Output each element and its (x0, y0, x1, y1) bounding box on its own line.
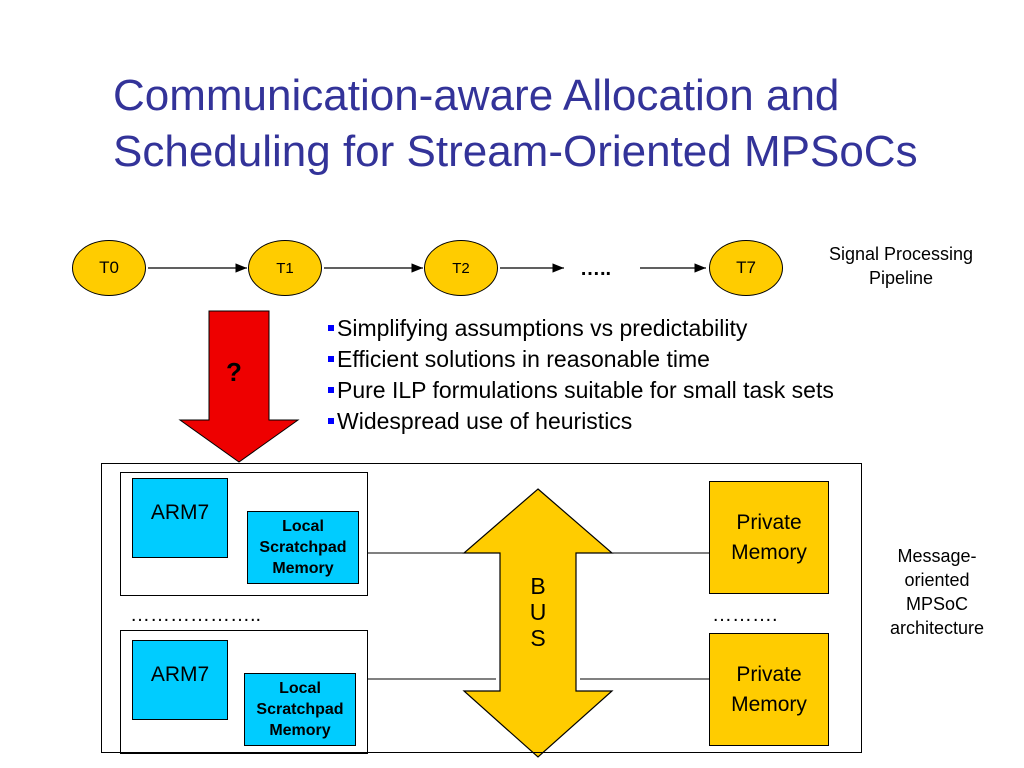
processor-tile-1 (120, 472, 368, 596)
bullet-marker-icon (328, 387, 334, 393)
architecture-caption: Message-oriented MPSoC architecture (889, 546, 985, 638)
bullet-item: Widespread use of heuristics (328, 406, 834, 437)
bullet-item: Pure ILP formulations suitable for small… (328, 375, 834, 406)
arm7-core-2: ARM7 (132, 640, 228, 720)
bullet-marker-icon (328, 325, 334, 331)
bullet-marker-icon (328, 356, 334, 362)
slide-title: Communication-aware Allocation and Sched… (113, 68, 1018, 180)
bus-letter: U (529, 599, 547, 625)
scratchpad-memory-2: Local Scratchpad Memory (244, 673, 356, 746)
pipeline-caption: Signal Processing Pipeline (828, 244, 974, 288)
bus-letter: S (530, 625, 546, 651)
bullet-item: Efficient solutions in reasonable time (328, 344, 834, 375)
bus-label: B U S (520, 573, 556, 651)
allocation-arrow-icon (178, 310, 300, 463)
scratchpad-memory-1: Local Scratchpad Memory (247, 511, 359, 584)
task-node-t7: T7 (709, 240, 783, 296)
title-line-2: Scheduling for Stream-Oriented MPSoCs (113, 127, 918, 176)
task-node-t1: T1 (248, 240, 322, 296)
processor-tile-2 (120, 630, 368, 754)
bus-letter: B (530, 573, 546, 599)
mpsoc-architecture-frame (101, 463, 862, 753)
task-node-t0: T0 (72, 240, 146, 296)
arm7-core-1: ARM7 (132, 478, 228, 558)
bullet-item: Simplifying assumptions vs predictabilit… (328, 313, 834, 344)
private-memory-2: Private Memory (709, 633, 829, 746)
question-mark: ? (226, 357, 242, 387)
pipeline-ellipsis: ….. (580, 258, 612, 280)
memory-ellipsis: ………. (712, 604, 778, 626)
task-node-t2: T2 (424, 240, 498, 296)
title-line-1: Communication-aware Allocation and (113, 71, 840, 120)
processor-ellipsis: ……………….. (130, 604, 262, 626)
bullet-list: Simplifying assumptions vs predictabilit… (328, 313, 834, 437)
private-memory-1: Private Memory (709, 481, 829, 594)
bullet-marker-icon (328, 418, 334, 424)
